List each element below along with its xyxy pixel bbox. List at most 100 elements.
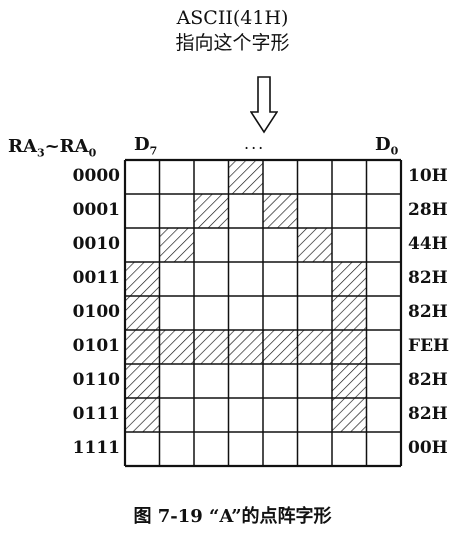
filled-dot-cell <box>228 330 263 364</box>
filled-dot-cell <box>125 296 160 330</box>
empty-dot-cell <box>229 432 264 466</box>
empty-dot-cell <box>194 160 229 194</box>
empty-dot-cell <box>194 432 229 466</box>
empty-dot-cell <box>298 194 333 228</box>
filled-dot-cell <box>332 330 367 364</box>
empty-dot-cell <box>160 296 195 330</box>
empty-dot-cell <box>194 262 229 296</box>
ascii-code-label: ASCII(41H) <box>176 7 289 29</box>
empty-dot-cell <box>367 296 402 330</box>
points-to-glyph-label: 指向这个字形 <box>175 32 290 54</box>
row-address-label: 0001 <box>72 200 120 220</box>
filled-dot-cell <box>228 160 263 194</box>
figure-caption: 图 7-19 “A”的点阵字形 <box>133 506 332 527</box>
row-hex-value: 44H <box>408 234 448 254</box>
filled-dot-cell <box>125 262 160 296</box>
empty-dot-cell <box>298 262 333 296</box>
empty-dot-cell <box>229 364 264 398</box>
empty-dot-cell <box>263 398 298 432</box>
empty-dot-cell <box>298 296 333 330</box>
empty-dot-cell <box>263 262 298 296</box>
filled-dot-cell <box>159 330 194 364</box>
empty-dot-cell <box>263 228 298 262</box>
row-address-label: 0010 <box>72 234 120 254</box>
bit-d7-label: D7 <box>134 134 158 158</box>
filled-dot-cell <box>332 398 367 432</box>
empty-dot-cell <box>332 228 367 262</box>
row-hex-value: 82H <box>408 268 448 288</box>
row-hex-value: 28H <box>408 200 448 220</box>
row-address-label: 0000 <box>72 166 120 186</box>
empty-dot-cell <box>160 262 195 296</box>
empty-dot-cell <box>263 432 298 466</box>
empty-dot-cell <box>125 160 160 194</box>
empty-dot-cell <box>263 364 298 398</box>
row-address-label: 0110 <box>72 370 120 390</box>
filled-dot-cell <box>159 228 194 262</box>
row-hex-value: 10H <box>408 166 448 186</box>
row-address-label: 0101 <box>72 336 120 356</box>
row-hex-value: 82H <box>408 370 448 390</box>
empty-dot-cell <box>229 262 264 296</box>
empty-dot-cell <box>125 228 160 262</box>
empty-dot-cell <box>367 194 402 228</box>
empty-dot-cell <box>194 364 229 398</box>
empty-dot-cell <box>125 432 160 466</box>
empty-dot-cell <box>194 296 229 330</box>
empty-dot-cell <box>332 194 367 228</box>
top-label: ASCII(41H) 指向这个字形 <box>0 6 465 56</box>
row-hex-value: FEH <box>408 336 450 356</box>
empty-dot-cell <box>367 228 402 262</box>
row-hex-value: 82H <box>408 302 448 322</box>
filled-dot-cell <box>332 364 367 398</box>
empty-dot-cell <box>229 194 264 228</box>
empty-dot-cell <box>332 160 367 194</box>
empty-dot-cell <box>160 364 195 398</box>
row-address-label: 0100 <box>72 302 120 322</box>
filled-dot-cell <box>194 330 229 364</box>
empty-dot-cell <box>229 228 264 262</box>
row-hex-value: 82H <box>408 404 448 424</box>
address-range-header: RA3~RA0 <box>8 136 97 160</box>
empty-dot-cell <box>367 160 402 194</box>
empty-dot-cell <box>194 228 229 262</box>
filled-dot-cell <box>194 194 229 228</box>
bit-d0-label: D0 <box>375 134 399 158</box>
empty-dot-cell <box>160 194 195 228</box>
empty-dot-cell <box>367 432 402 466</box>
empty-dot-cell <box>367 364 402 398</box>
empty-dot-cell <box>332 432 367 466</box>
row-address-label: 0011 <box>72 268 120 288</box>
filled-dot-cell <box>332 296 367 330</box>
filled-dot-cell <box>125 330 160 364</box>
filled-dot-cell <box>332 262 367 296</box>
empty-dot-cell <box>160 398 195 432</box>
row-address-label: 1111 <box>72 438 120 458</box>
empty-dot-cell <box>298 432 333 466</box>
filled-dot-cell <box>125 364 160 398</box>
empty-dot-cell <box>367 330 402 364</box>
empty-dot-cell <box>367 262 402 296</box>
empty-dot-cell <box>298 364 333 398</box>
empty-dot-cell <box>160 160 195 194</box>
ellipsis: ... <box>244 134 266 153</box>
empty-dot-cell <box>298 160 333 194</box>
filled-dot-cell <box>125 398 160 432</box>
empty-dot-cell <box>160 432 195 466</box>
empty-dot-cell <box>194 398 229 432</box>
empty-dot-cell <box>229 296 264 330</box>
empty-dot-cell <box>263 296 298 330</box>
empty-dot-cell <box>263 160 298 194</box>
row-address-label: 0111 <box>72 404 120 424</box>
filled-dot-cell <box>263 194 298 228</box>
row-hex-value: 00H <box>408 438 448 458</box>
empty-dot-cell <box>367 398 402 432</box>
down-arrow-icon <box>250 76 278 134</box>
empty-dot-cell <box>298 398 333 432</box>
filled-dot-cell <box>297 330 332 364</box>
filled-dot-cell <box>297 228 332 262</box>
filled-dot-cell <box>263 330 298 364</box>
empty-dot-cell <box>229 398 264 432</box>
empty-dot-cell <box>125 194 160 228</box>
